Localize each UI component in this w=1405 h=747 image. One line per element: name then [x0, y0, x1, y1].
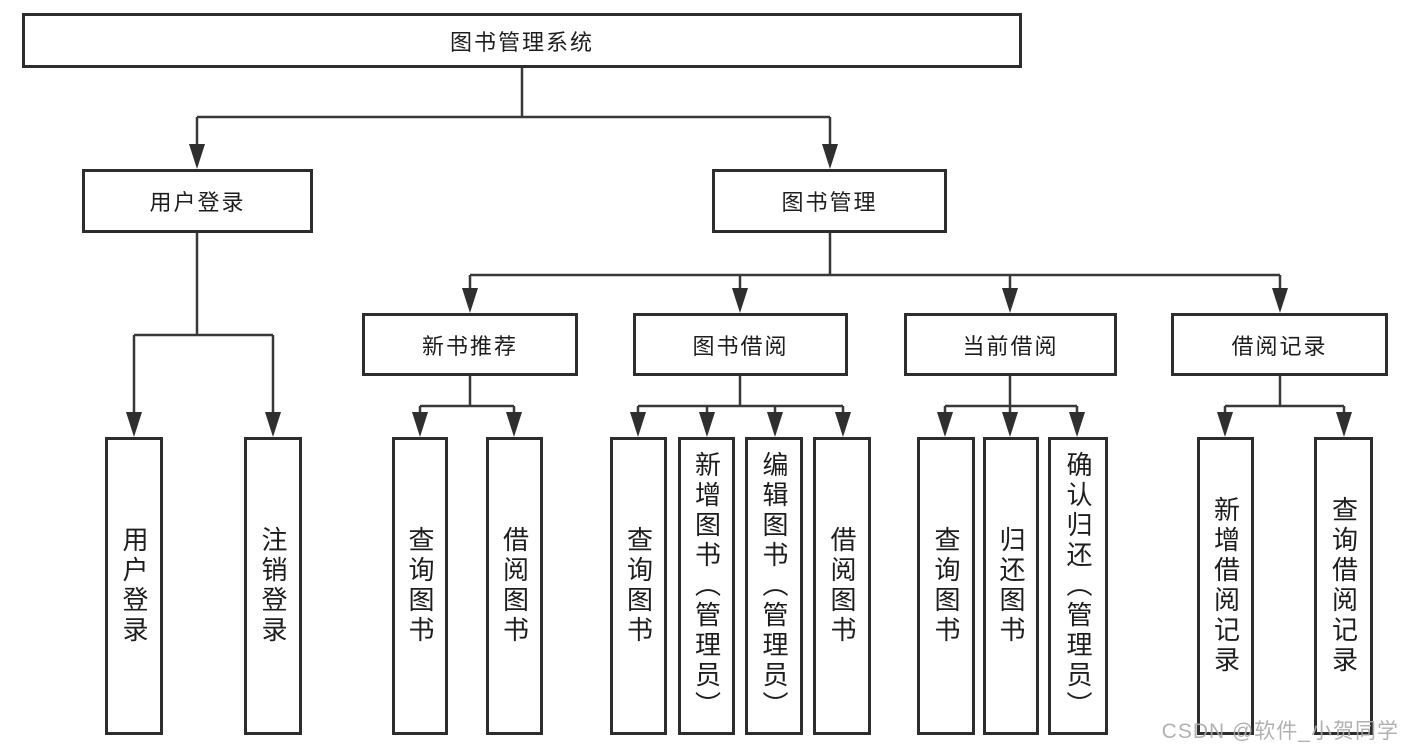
arrow-icon [699, 412, 715, 437]
arrow-icon [462, 288, 478, 313]
leaf-edit-books-admin: 编辑图书（管理员） [745, 437, 803, 735]
node-borrowing-records: 借阅记录 [1171, 313, 1388, 376]
arrow-icon [1336, 412, 1352, 437]
leaf-borrow-books-recommend: 借阅图书 [486, 437, 543, 735]
arrowheads [126, 144, 1352, 437]
arrow-icon [506, 412, 522, 437]
leaf-query-borrow-record-label: 查询借阅记录 [1328, 496, 1359, 676]
leaf-add-books-admin: 新增图书（管理员） [678, 437, 735, 735]
leaf-query-borrow-record: 查询借阅记录 [1314, 437, 1373, 735]
node-library-system-label: 图书管理系统 [449, 29, 594, 55]
leaf-add-borrow-record: 新增借阅记录 [1197, 437, 1254, 735]
leaf-query-books-recommend-label: 查询图书 [405, 526, 435, 646]
node-borrowing-records-label: 借阅记录 [1231, 333, 1328, 359]
node-user-login: 用户登录 [82, 169, 313, 233]
leaf-return-books: 归还图书 [983, 437, 1039, 735]
node-new-book-recommend: 新书推荐 [362, 313, 578, 376]
node-book-borrowing-label: 图书借阅 [692, 333, 789, 359]
arrow-icon [630, 412, 646, 437]
csdn-watermark: CSDN @软件_小贺同学 [1161, 720, 1399, 743]
arrow-icon [265, 412, 281, 437]
leaf-borrow-books: 借阅图书 [813, 437, 871, 735]
leaf-query-books-borrowing: 查询图书 [610, 437, 667, 735]
arrow-icon [1217, 412, 1233, 437]
node-new-book-recommend-label: 新书推荐 [421, 333, 518, 359]
arrow-icon [1069, 412, 1085, 437]
leaf-return-books-label: 归还图书 [996, 526, 1026, 646]
arrow-icon [412, 412, 428, 437]
node-user-login-label: 用户登录 [149, 190, 246, 215]
leaf-user-login-label: 用户登录 [119, 526, 149, 646]
node-book-management-label: 图书管理 [781, 190, 878, 215]
leaf-add-borrow-record-label: 新增借阅记录 [1210, 496, 1241, 676]
node-current-borrowing: 当前借阅 [904, 313, 1117, 376]
arrow-icon [937, 412, 953, 437]
leaf-user-login: 用户登录 [105, 437, 163, 735]
leaf-query-books-recommend: 查询图书 [392, 437, 448, 735]
node-book-management: 图书管理 [712, 169, 947, 233]
arrow-icon [732, 288, 748, 313]
leaf-logout: 注销登录 [244, 437, 302, 735]
node-library-system: 图书管理系统 [22, 13, 1022, 68]
arrow-icon [1002, 288, 1018, 313]
leaf-confirm-return-admin-label: 确认归还（管理员） [1063, 451, 1093, 721]
leaf-confirm-return-admin: 确认归还（管理员） [1048, 437, 1108, 735]
leaf-add-books-admin-label: 新增图书（管理员） [691, 451, 722, 721]
node-book-borrowing: 图书借阅 [633, 313, 848, 376]
arrow-icon [767, 412, 783, 437]
leaf-borrow-books-recommend-label: 借阅图书 [499, 526, 530, 646]
arrow-icon [1272, 288, 1288, 313]
leaf-borrow-books-label: 借阅图书 [827, 526, 857, 646]
arrow-icon [822, 144, 838, 169]
arrow-icon [189, 144, 205, 169]
leaf-query-books-borrowing-label: 查询图书 [623, 526, 654, 646]
leaf-edit-books-admin-label: 编辑图书（管理员） [759, 451, 789, 721]
arrow-icon [835, 412, 851, 437]
leaf-logout-label: 注销登录 [258, 526, 288, 646]
leaf-query-books-current-label: 查询图书 [931, 526, 961, 646]
leaf-query-books-current: 查询图书 [917, 437, 975, 735]
node-current-borrowing-label: 当前借阅 [962, 333, 1059, 359]
arrow-icon [1002, 412, 1018, 437]
arrow-icon [126, 412, 142, 437]
